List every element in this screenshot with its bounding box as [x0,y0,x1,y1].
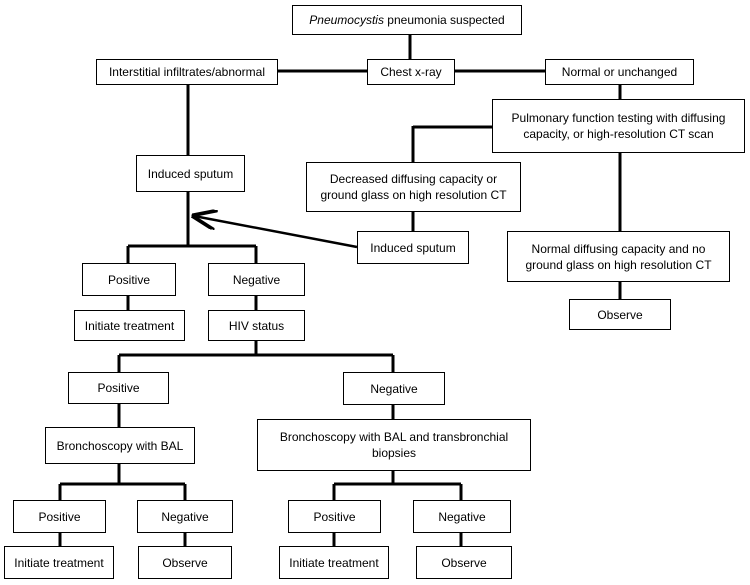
node-init1-label: Initiate treatment [84,318,175,333]
node-chest-xray-label: Chest x-ray [380,65,442,79]
node-initiate-treatment-1: Initiate treatment [74,310,185,341]
node-chest-xray: Chest x-ray [367,59,455,85]
node-bronchoscopy-bal: Bronchoscopy with BAL [45,427,195,464]
node-pft: Pulmonary function testing with diffusin… [492,99,745,153]
node-normal-unchanged: Normal or unchanged [545,59,694,85]
node-tb-negative-label: Negative [438,509,486,524]
node-tb-positive: Positive [288,500,381,533]
node-induced-right-label: Induced sputum [370,240,456,255]
node-bal-negative: Negative [137,500,233,533]
node-sputum-negative-label: Negative [232,272,281,287]
node-interstitial-label: Interstitial infiltrates/abnormal [108,65,266,79]
node-decreased-diffusing: Decreased diffusing capacity or ground g… [306,162,521,212]
node-hiv-negative: Negative [343,372,445,405]
node-pneumocystis-rest: pneumonia suspected [383,13,505,27]
node-bal-negative-label: Negative [161,509,209,524]
node-observe-top: Observe [569,299,671,330]
node-pneumocystis-suspected: Pneumocystis pneumonia suspected [292,5,522,35]
node-decreased-label: Decreased diffusing capacity or ground g… [320,172,507,202]
node-observe3-label: Observe [441,555,487,570]
node-sputum-positive-label: Positive [107,272,151,287]
node-tb-negative: Negative [413,500,511,533]
node-hiv-positive: Positive [68,372,169,404]
node-hiv-positive-label: Positive [97,381,140,395]
node-initiate-treatment-2: Initiate treatment [4,546,114,579]
node-bal-positive: Positive [13,500,106,533]
node-normal-label: Normal or unchanged [561,65,678,79]
node-normal-diffusing: Normal diffusing capacity and no ground … [507,231,730,282]
node-observe-2: Observe [138,546,232,579]
node-sputum-positive: Positive [82,263,176,296]
node-bal-label: Bronchoscopy with BAL [56,438,184,453]
node-pft-label: Pulmonary function testing with diffusin… [511,111,726,141]
node-bal-positive-label: Positive [38,509,81,524]
node-pneumocystis-italic: Pneumocystis [309,13,384,27]
node-hiv-negative-label: Negative [370,381,418,396]
node-induced-left-label: Induced sputum [147,166,234,181]
node-interstitial-infiltrates: Interstitial infiltrates/abnormal [96,59,278,85]
node-bronchoscopy-bal-tb: Bronchoscopy with BAL and transbronchial… [257,419,531,471]
node-bal-tb-label: Bronchoscopy with BAL and transbronchial… [279,430,509,460]
node-init3-label: Initiate treatment [289,555,379,570]
node-sputum-negative: Negative [208,263,305,296]
node-induced-sputum-left: Induced sputum [136,155,245,192]
node-observe-top-label: Observe [597,307,643,322]
node-tb-positive-label: Positive [313,509,356,524]
node-init2-label: Initiate treatment [14,555,104,570]
node-normal-dc-label: Normal diffusing capacity and no ground … [525,241,712,272]
node-observe-3: Observe [416,546,512,579]
node-hiv-status: HIV status [208,310,305,341]
node-initiate-treatment-3: Initiate treatment [279,546,389,579]
node-observe2-label: Observe [162,555,208,570]
arrow-connector [194,216,358,249]
node-hiv-label: HIV status [228,318,285,333]
node-induced-sputum-right: Induced sputum [357,231,469,264]
